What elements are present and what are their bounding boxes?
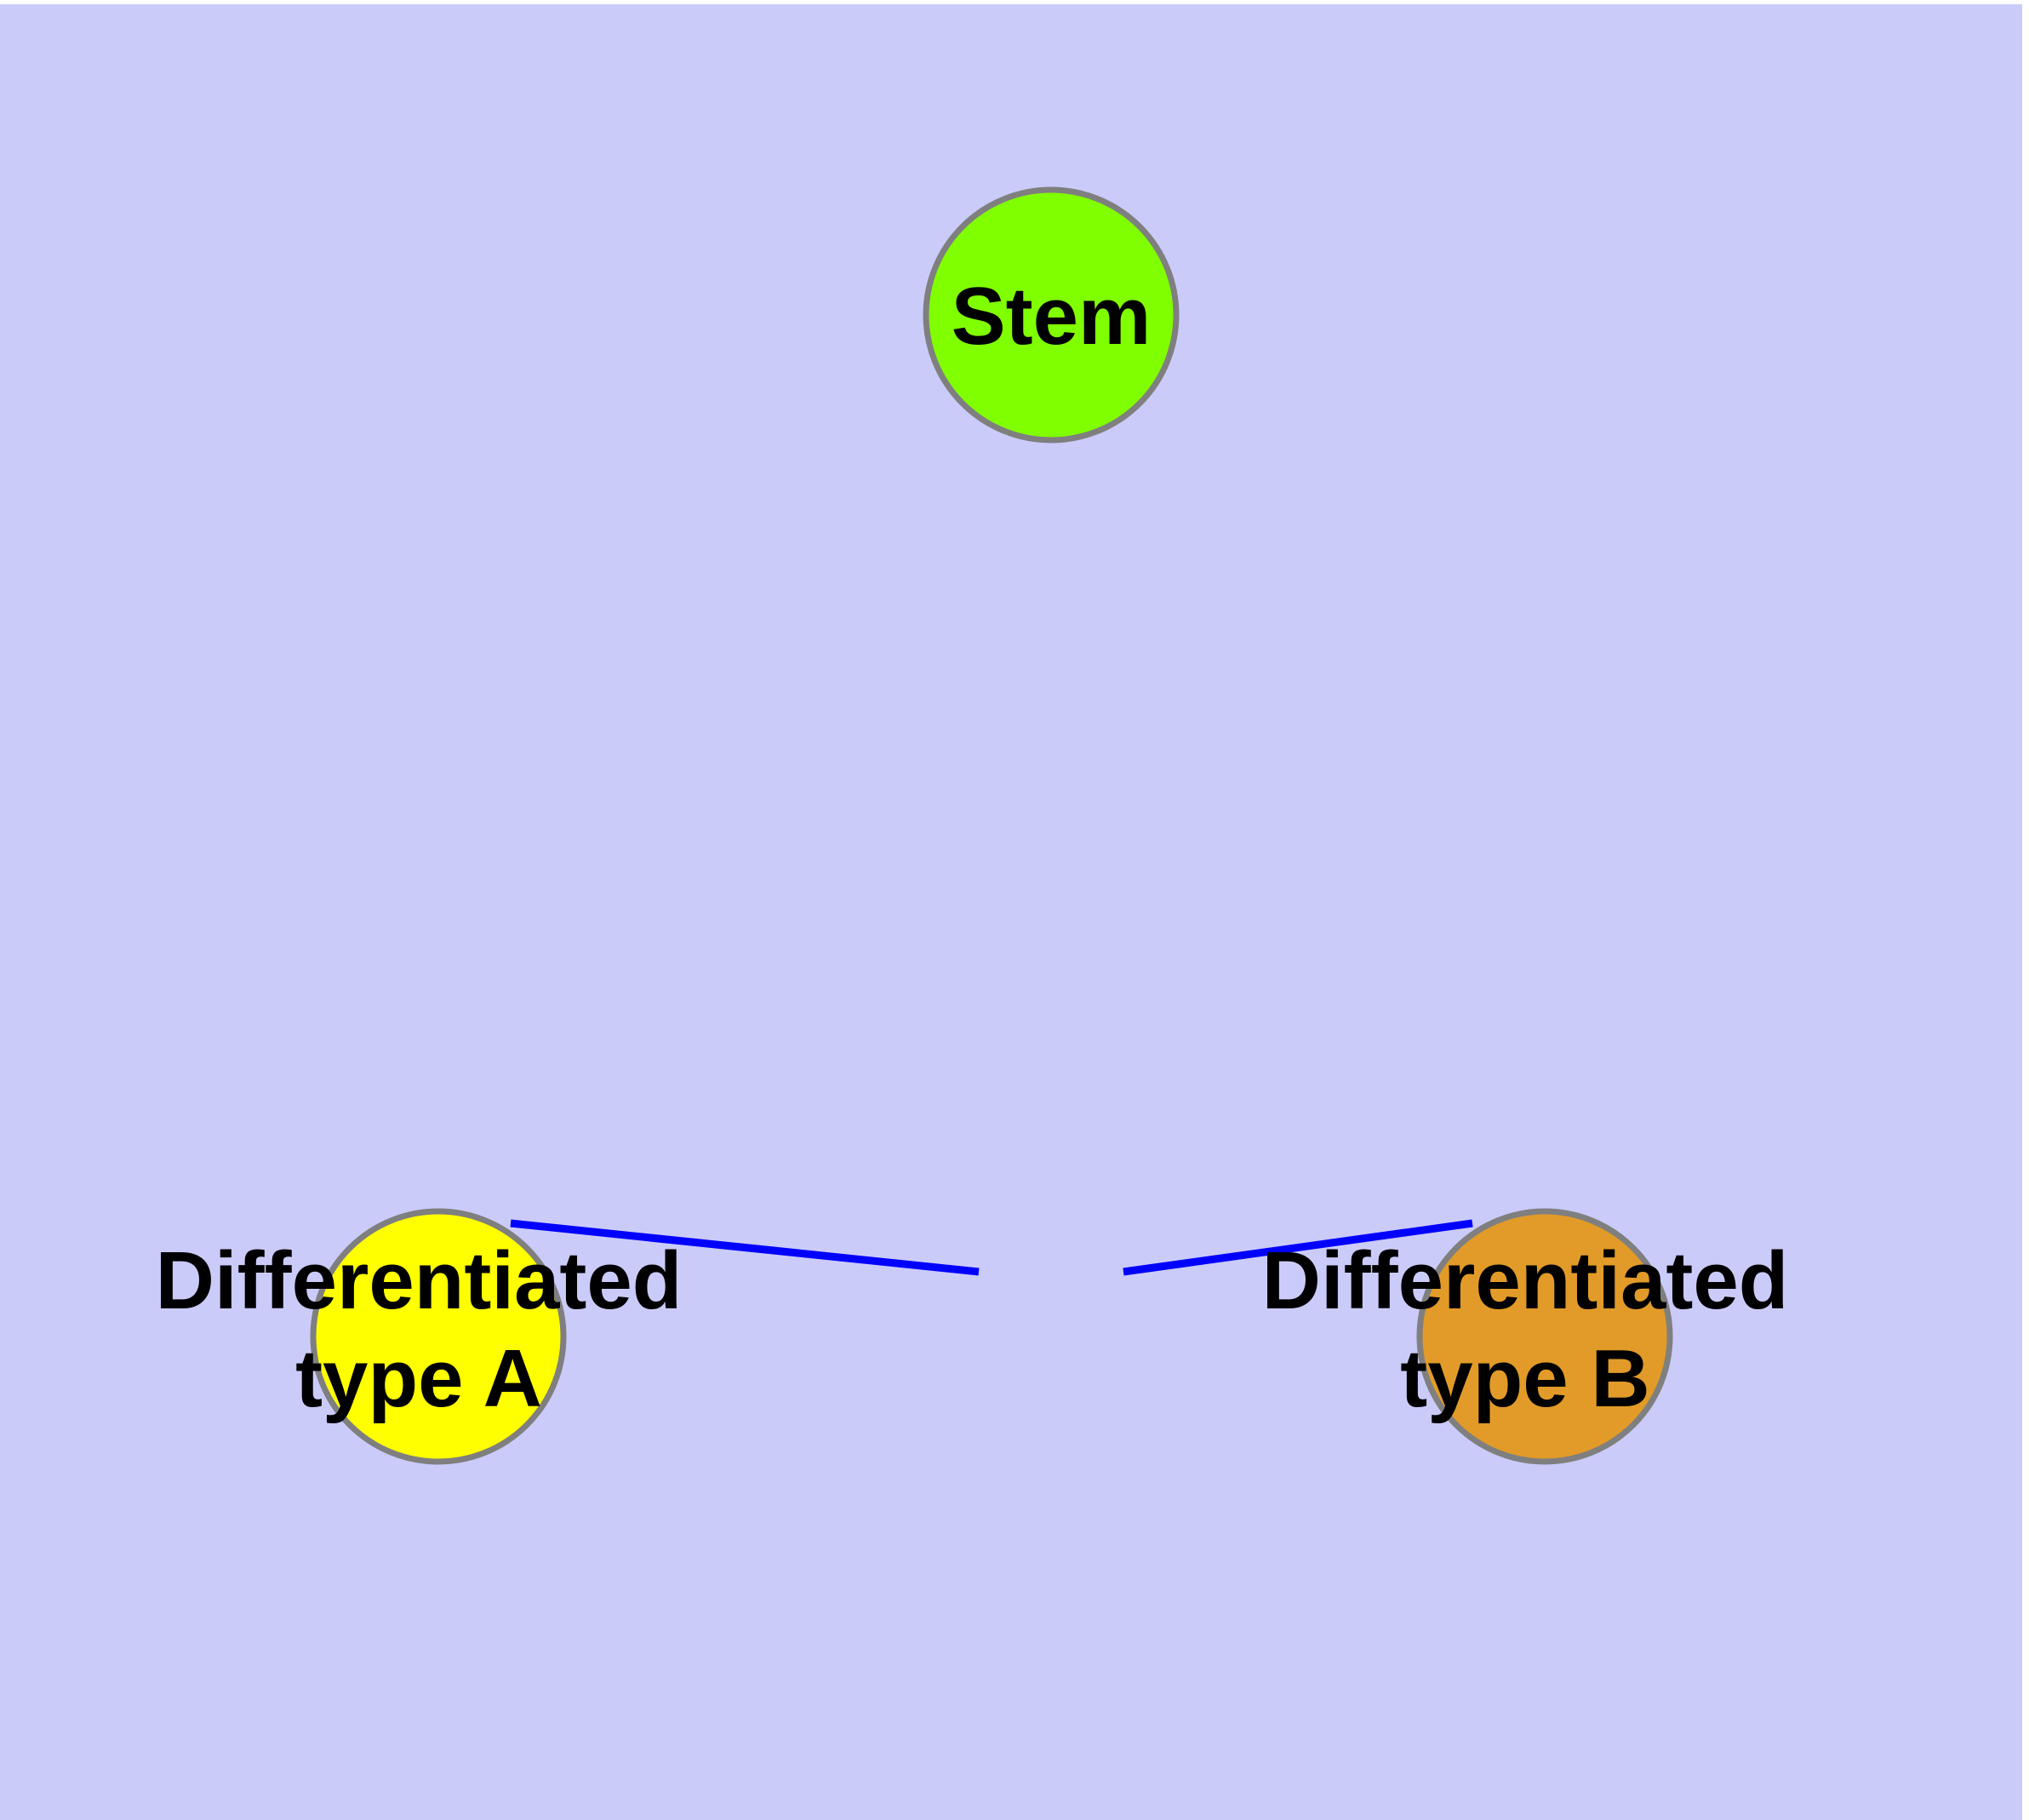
node-differentiated-type-a-label-line2: type A [295, 1333, 542, 1424]
node-differentiated-type-b[interactable]: Differentiated type B [1262, 1208, 1789, 1465]
edge-layer [510, 1219, 1473, 1276]
node-differentiated-type-a[interactable]: Differentiated type A [156, 1208, 683, 1465]
edge-stem-to-differentiated-type-a[interactable] [510, 1219, 980, 1276]
node-differentiated-type-b-label-line2: type B [1400, 1333, 1649, 1424]
node-stem-circle[interactable] [923, 186, 1180, 444]
node-differentiated-type-a-circle[interactable] [310, 1208, 567, 1465]
node-differentiated-type-b-label-line1: Differentiated [1262, 1235, 1789, 1326]
node-layer: Stem Differentiated type A Differentiate… [156, 186, 1789, 1465]
node-stem-label: Stem [952, 271, 1152, 362]
node-differentiated-type-b-circle[interactable] [1416, 1208, 1673, 1465]
node-stem[interactable]: Stem [923, 186, 1180, 444]
edge-stem-to-differentiated-type-b[interactable] [1123, 1219, 1473, 1276]
node-differentiated-type-a-label-line1: Differentiated [156, 1235, 683, 1326]
